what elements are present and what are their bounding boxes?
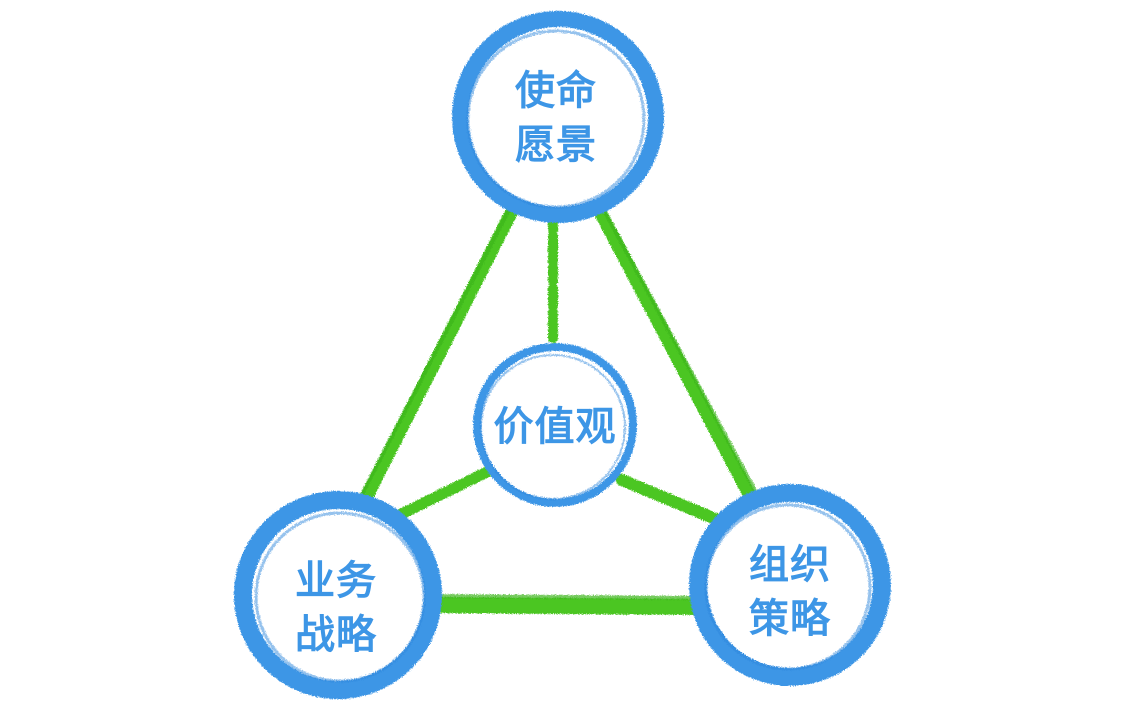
connector-business-organization: [422, 597, 708, 615]
connector-mission-business: [358, 198, 522, 507]
node-values-label: 价值观: [494, 400, 617, 454]
connector-mission-business-stroke: [358, 210, 510, 500]
ring-business: [234, 491, 442, 699]
connector-values-organization: [616, 474, 736, 531]
node-business-line2: 战略: [295, 612, 377, 658]
node-organization-line2: 策略: [749, 596, 831, 642]
node-organization-line1: 组织: [749, 542, 831, 588]
ring-organization: [689, 484, 891, 686]
ring-organization-inner: [704, 503, 872, 671]
node-organization-label: 组织 策略: [749, 538, 831, 646]
ring-business-inner: [254, 511, 426, 683]
connector-mission-organization-stroke: [604, 212, 760, 498]
node-mission-line1: 使命: [515, 68, 597, 114]
node-values-line1: 价值观: [493, 404, 617, 450]
connector-mission-organization: [591, 201, 759, 507]
ring-values-inner: [480, 354, 626, 500]
node-mission-label: 使命 愿景: [515, 64, 597, 172]
ring-mission: [452, 11, 664, 223]
node-mission-line2: 愿景: [515, 122, 597, 168]
node-business-line1: 业务: [295, 558, 377, 604]
ring-mission-inner: [466, 29, 646, 209]
node-rings: [234, 11, 891, 699]
node-business-label: 业务 战略: [295, 554, 377, 662]
connector-business-organization-stroke: [430, 594, 702, 600]
ring-values: [473, 343, 637, 507]
connector-lines: [358, 198, 760, 615]
